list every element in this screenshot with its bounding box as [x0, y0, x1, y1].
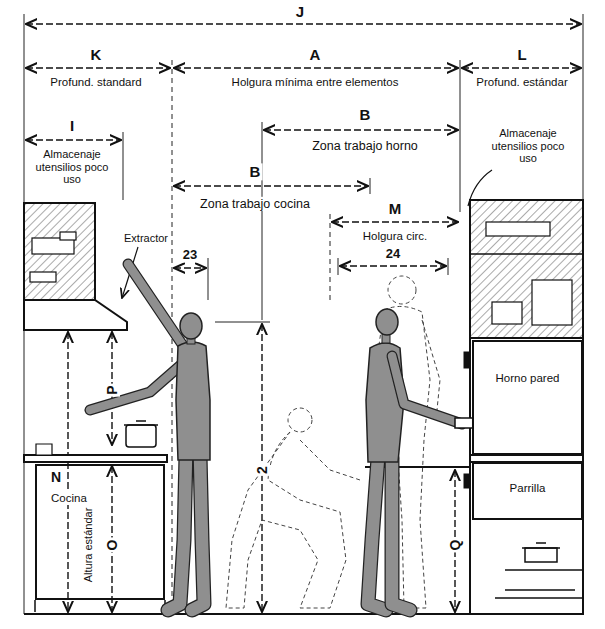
dimension-letter: I	[68, 117, 76, 134]
dimension-letter: Q	[447, 538, 463, 553]
extension-lines	[24, 14, 583, 614]
dimension-letter: K	[89, 46, 104, 63]
wall-oven-box: Horno pared	[472, 340, 583, 455]
dimension-letter: N	[49, 469, 63, 485]
box-label: Parrilla	[508, 482, 548, 495]
note-text: Almacenaje utensilios poco uso	[484, 127, 572, 165]
floor-line	[24, 613, 583, 615]
dimension-text: Profund. standard	[48, 76, 143, 89]
dimension-text: Altura estándar	[82, 506, 95, 585]
dimension-letter: B	[358, 106, 373, 123]
dimension-text: Holgura circ.	[361, 230, 430, 243]
ghost-figures	[226, 276, 440, 608]
leader-line	[468, 170, 492, 206]
box-label: Horno pared	[494, 372, 562, 385]
note-text: Almacenaje utensilios poco uso	[28, 148, 116, 186]
dimension-letter: J	[294, 3, 306, 20]
dimension-letter: P	[104, 383, 120, 396]
dimension-letter: L	[515, 46, 528, 63]
dimension-letter: 2	[254, 464, 270, 476]
dimension-letter: A	[308, 46, 323, 63]
box-label: Cocina	[49, 492, 89, 505]
dimension-text: Zona trabajo horno	[310, 139, 420, 153]
dimension-text: Profund. estándar	[474, 76, 569, 89]
dimension-letter: M	[387, 200, 404, 217]
right-cabinet	[365, 200, 583, 614]
note-text: Extractor	[122, 232, 170, 245]
dimension-text: Zona trabajo cocina	[198, 197, 312, 211]
dimension-number: 23	[181, 248, 199, 263]
dimension-number: 24	[384, 247, 402, 262]
dimension-letter: B	[248, 163, 263, 180]
dimension-letter: O	[104, 538, 120, 553]
standing-figure	[90, 264, 210, 610]
dimension-text: Holgura mínima entre elementos	[230, 76, 401, 89]
bending-figure	[366, 309, 473, 610]
broiler-box: Parrilla	[472, 462, 583, 520]
